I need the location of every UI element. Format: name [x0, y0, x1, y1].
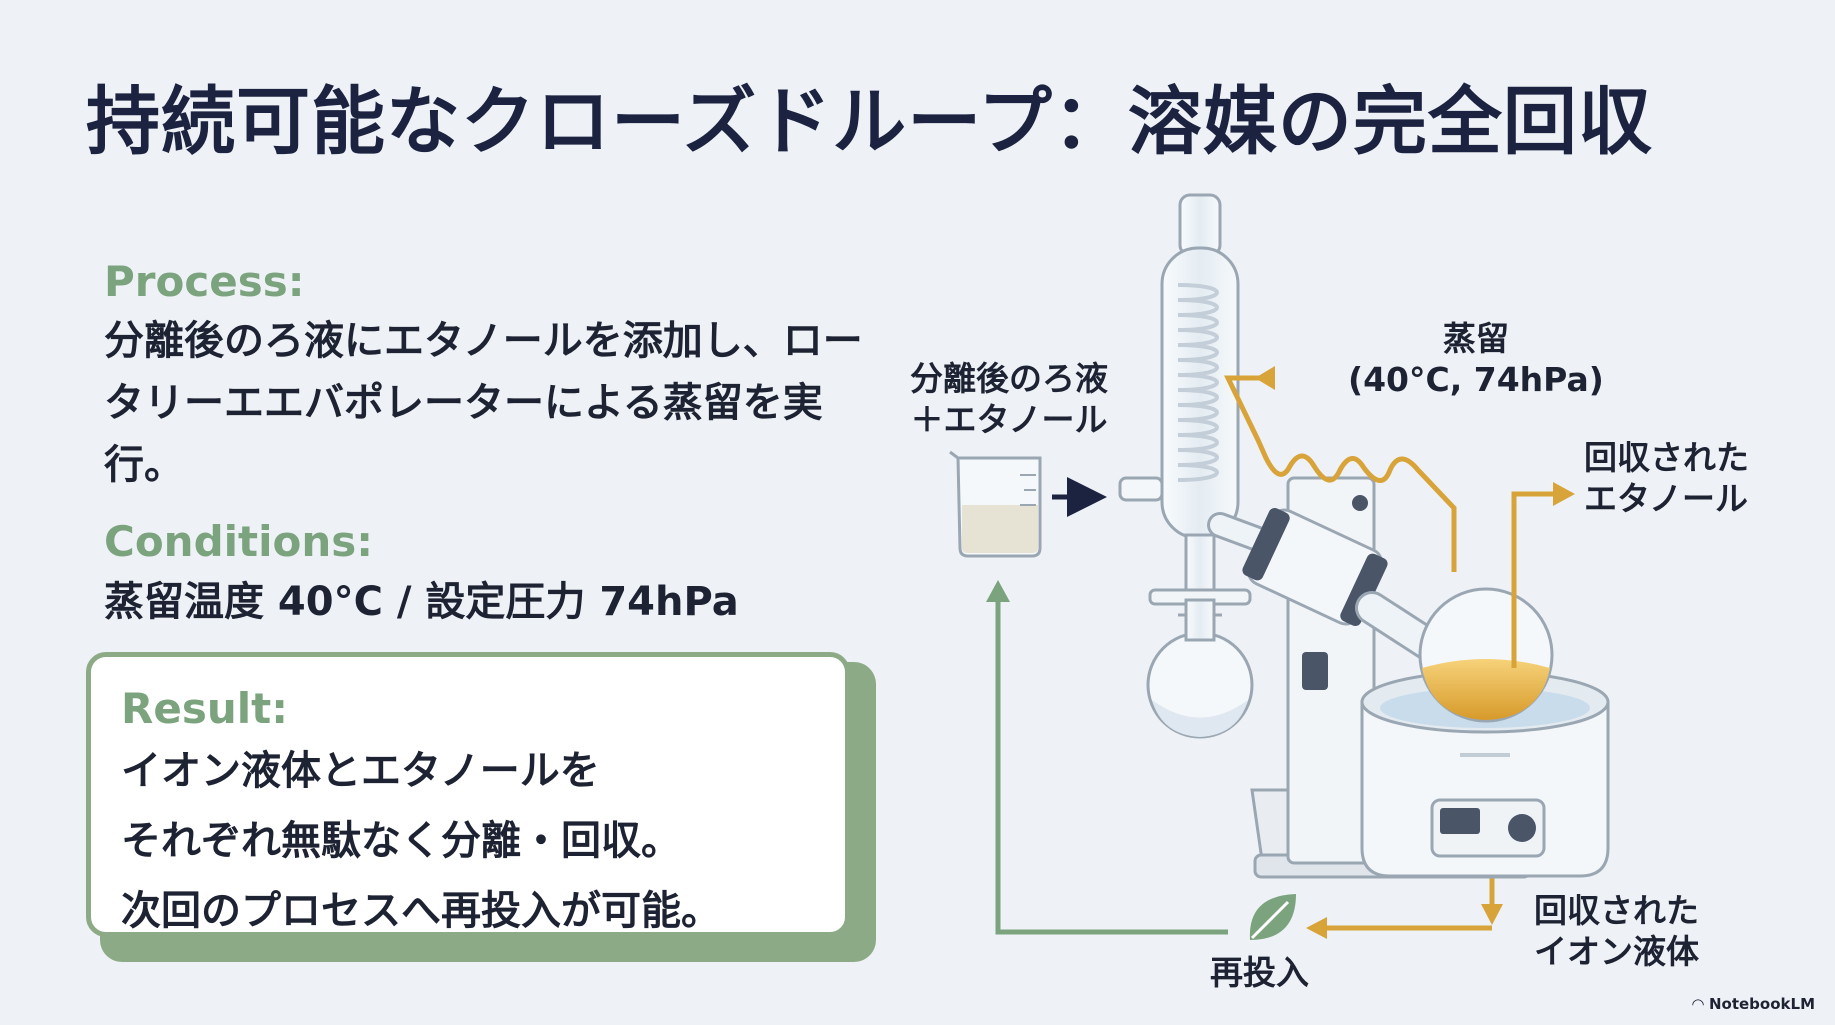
conditions-heading: Conditions: — [104, 517, 374, 567]
recovered-ionic-liquid-label-line-1: 回収された — [1534, 891, 1699, 930]
condenser — [1118, 193, 1254, 739]
brand-text: NotebookLM — [1708, 995, 1815, 1013]
notebooklm-logo-icon: ◠ — [1692, 995, 1709, 1013]
input-label: 分離後のろ液 ＋エタノール — [910, 358, 1108, 441]
recovered-ionic-liquid-label: 回収された イオン液体 — [1534, 890, 1699, 973]
description-panel: Process: 分離後のろ液にエタノールを添加し、ロータリーエエバポレーターに… — [104, 257, 864, 655]
distillation-label-line-2: (40°C, 74hPa) — [1348, 360, 1604, 400]
result-heading: Result: — [121, 684, 288, 733]
reinput-loop-arrow — [986, 580, 1228, 935]
reinput-label: 再投入 — [1210, 953, 1309, 992]
process-heading: Process: — [104, 257, 305, 306]
result-line-2: それぞれ無駄なく分離・回収。 — [121, 818, 681, 865]
input-label-line-2: ＋エタノール — [910, 400, 1108, 440]
result-line-3: 次回のプロセスへ再投入が可能。 — [121, 888, 721, 935]
result-box: Result: イオン液体とエタノールを それぞれ無駄なく分離・回収。 次回のプ… — [86, 652, 850, 937]
recovered-ethanol-label-line-1: 回収された — [1584, 438, 1749, 477]
recovered-ethanol-label: 回収された エタノール — [1584, 437, 1749, 520]
distillation-label-line-1: 蒸留 — [1442, 319, 1509, 358]
page-title: 持続可能なクローズドループ：溶媒の完全回収 — [86, 79, 1653, 165]
process-text: 分離後のろ液にエタノールを添加し、ロータリーエエバポレーターによる蒸留を実行。 — [104, 318, 863, 489]
evaporating-flask — [1418, 587, 1554, 723]
result-line-1: イオン液体とエタノールを — [121, 748, 600, 795]
beaker-icon — [949, 450, 1042, 558]
input-label-line-1: 分離後のろ液 — [910, 359, 1108, 398]
ethanol-recovery-arrow — [1511, 482, 1575, 668]
distillation-label: 蒸留 (40°C, 74hPa) — [1348, 318, 1604, 401]
recovered-ethanol-label-line-2: エタノール — [1584, 479, 1749, 519]
distillation-vapor-arrow — [1224, 366, 1457, 572]
recovered-ionic-liquid-label-line-2: イオン液体 — [1534, 932, 1699, 972]
conditions-text: 蒸留温度 40°C / 設定圧力 74hPa — [104, 578, 739, 625]
leaf-icon — [1249, 894, 1296, 940]
brand-watermark: ◠ NotebookLM — [1692, 995, 1815, 1013]
